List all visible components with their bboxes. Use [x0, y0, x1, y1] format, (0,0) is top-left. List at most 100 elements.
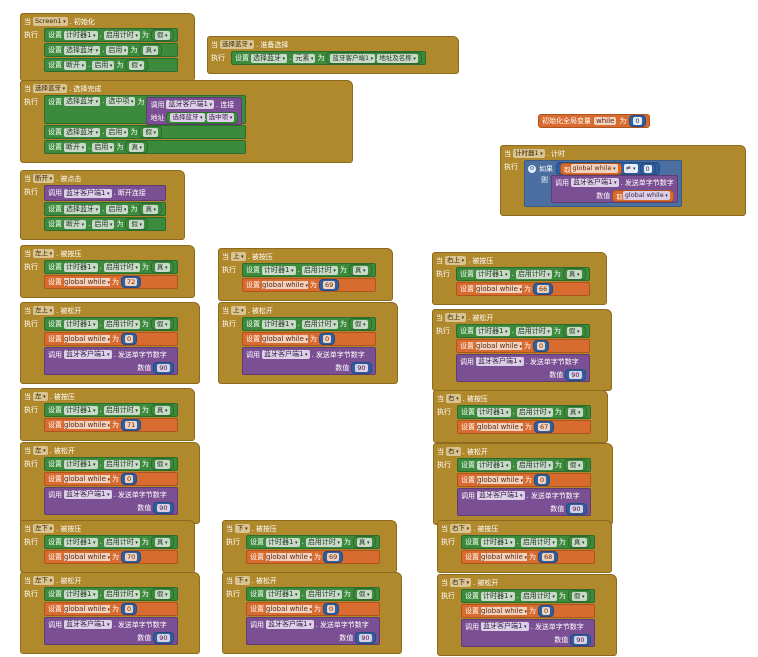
- component-dropdown[interactable]: 右: [446, 394, 461, 403]
- component-dropdown[interactable]: 断开: [64, 219, 87, 229]
- component-dropdown[interactable]: 左下: [33, 524, 55, 533]
- bool-value[interactable]: 真: [566, 269, 582, 279]
- number-value[interactable]: 0: [542, 607, 551, 615]
- number-value[interactable]: 72: [125, 278, 138, 286]
- component-dropdown[interactable]: 蓝牙客户端1: [64, 188, 112, 198]
- variable-dropdown[interactable]: global while: [481, 607, 528, 615]
- component-dropdown[interactable]: 计时器1: [64, 459, 98, 469]
- property-dropdown[interactable]: 启用计时: [305, 537, 342, 547]
- number-value[interactable]: 90: [157, 363, 170, 372]
- property-dropdown[interactable]: 启用计时: [520, 591, 557, 601]
- bool-value[interactable]: 假: [129, 219, 145, 229]
- number-value[interactable]: 0: [537, 342, 546, 350]
- variable-name-field[interactable]: while: [594, 117, 617, 125]
- property-dropdown[interactable]: 启用计时: [516, 407, 553, 417]
- component-dropdown[interactable]: 右上: [445, 313, 467, 322]
- bool-value[interactable]: 真: [143, 204, 159, 214]
- component-dropdown[interactable]: 选择蓝牙: [64, 97, 101, 106]
- component-dropdown[interactable]: 蓝牙客户端1: [64, 490, 112, 499]
- property-dropdown[interactable]: 启用计时: [515, 269, 552, 279]
- property-dropdown[interactable]: 启用计时: [516, 460, 553, 470]
- component-dropdown[interactable]: 右: [446, 447, 461, 456]
- component-dropdown[interactable]: 蓝牙客户端1: [571, 178, 619, 187]
- mutator-gear-icon[interactable]: ⚙: [528, 164, 536, 173]
- bool-value[interactable]: 真: [129, 142, 145, 152]
- number-value[interactable]: 67: [538, 423, 551, 431]
- bool-value[interactable]: 真: [352, 265, 368, 275]
- component-dropdown[interactable]: 右上: [445, 256, 467, 265]
- component-dropdown[interactable]: Screen1: [33, 17, 68, 26]
- component-dropdown[interactable]: 计时器1: [262, 319, 296, 329]
- number-value[interactable]: 0: [125, 335, 134, 343]
- bool-value[interactable]: 假: [154, 319, 170, 329]
- component-dropdown[interactable]: 选择蓝牙: [170, 113, 205, 122]
- variable-dropdown[interactable]: global while: [266, 605, 313, 613]
- component-dropdown[interactable]: 选择蓝牙: [33, 84, 68, 93]
- property-dropdown[interactable]: 启用计时: [305, 589, 342, 599]
- component-dropdown[interactable]: 计时器1: [513, 149, 545, 158]
- component-dropdown[interactable]: 计时器1: [476, 326, 510, 336]
- component-dropdown[interactable]: 计时器1: [64, 405, 98, 415]
- component-dropdown[interactable]: 左: [33, 392, 48, 401]
- component-dropdown[interactable]: 蓝牙客户端1: [266, 620, 314, 629]
- variable-dropdown[interactable]: global while: [262, 335, 309, 343]
- property-dropdown[interactable]: 启用: [92, 219, 115, 229]
- component-dropdown[interactable]: 蓝牙客户端1: [64, 620, 112, 629]
- number-value[interactable]: 90: [574, 635, 587, 644]
- component-dropdown[interactable]: 计时器1: [481, 537, 515, 547]
- property-dropdown[interactable]: 选中项: [106, 97, 136, 106]
- property-dropdown[interactable]: 启用计时: [103, 589, 140, 599]
- bool-value[interactable]: 真: [571, 537, 587, 547]
- component-dropdown[interactable]: 选择蓝牙: [251, 53, 288, 63]
- component-dropdown[interactable]: 下: [235, 524, 250, 533]
- number-value[interactable]: 68: [542, 553, 555, 561]
- number-value[interactable]: 71: [125, 421, 138, 429]
- component-dropdown[interactable]: 右下: [450, 524, 472, 533]
- property-dropdown[interactable]: 启用计时: [301, 319, 338, 329]
- component-dropdown[interactable]: 选择蓝牙: [64, 127, 101, 137]
- component-dropdown[interactable]: 左下: [33, 576, 55, 585]
